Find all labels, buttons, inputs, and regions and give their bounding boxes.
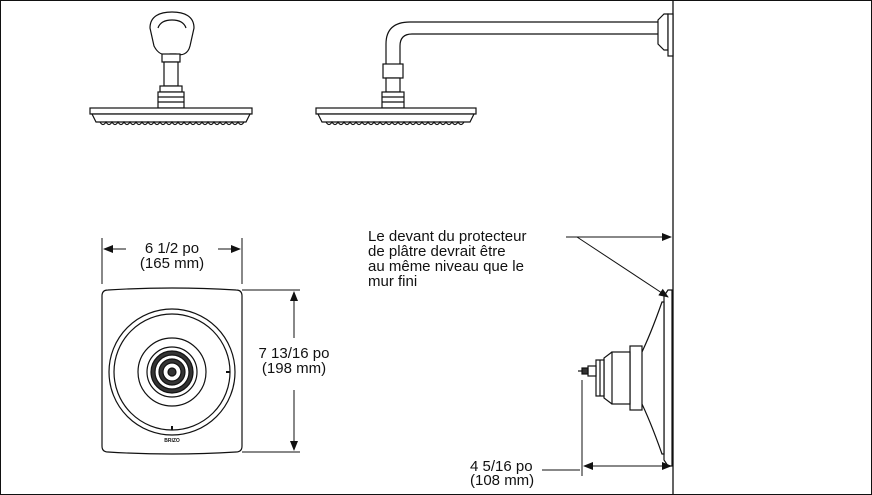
note-line-3: au même niveau que le — [368, 258, 524, 275]
note-line-4: mur fini — [368, 273, 418, 290]
shower-head-front-view — [89, 11, 253, 126]
plaster-guard-note: Le devant du protecteur de plâtre devrai… — [368, 229, 526, 289]
brand-mark: BRIZO — [164, 438, 180, 444]
height-dimension-label: 7 13/16 po (198 mm) — [246, 346, 342, 376]
valve-trim-front-view — [101, 287, 243, 455]
depth-dimension-metric: (108 mm) — [470, 472, 535, 489]
height-dimension-metric: (198 mm) — [261, 360, 327, 377]
depth-dimension-label: 4 5/16 po (108 mm) — [470, 458, 535, 489]
note-line-1: Le devant du protecteur — [368, 228, 527, 245]
depth-dimension-lines — [542, 380, 672, 476]
shower-head-side-view — [315, 13, 674, 126]
note-line-2: de plâtre devrait être — [368, 243, 506, 260]
depth-dimension-imperial: 4 5/16 po — [470, 458, 533, 475]
width-dimension-metric: (165 mm) — [139, 255, 205, 272]
width-dimension-imperial: 6 1/2 po — [144, 240, 200, 257]
height-dimension-lines — [242, 289, 300, 453]
width-dimension-lines — [101, 238, 243, 284]
width-dimension-label: 6 1/2 po (165 mm) — [126, 241, 218, 271]
valve-side-view — [578, 289, 673, 467]
note-leader-lines — [566, 233, 672, 298]
height-dimension-imperial: 7 13/16 po — [258, 345, 330, 362]
